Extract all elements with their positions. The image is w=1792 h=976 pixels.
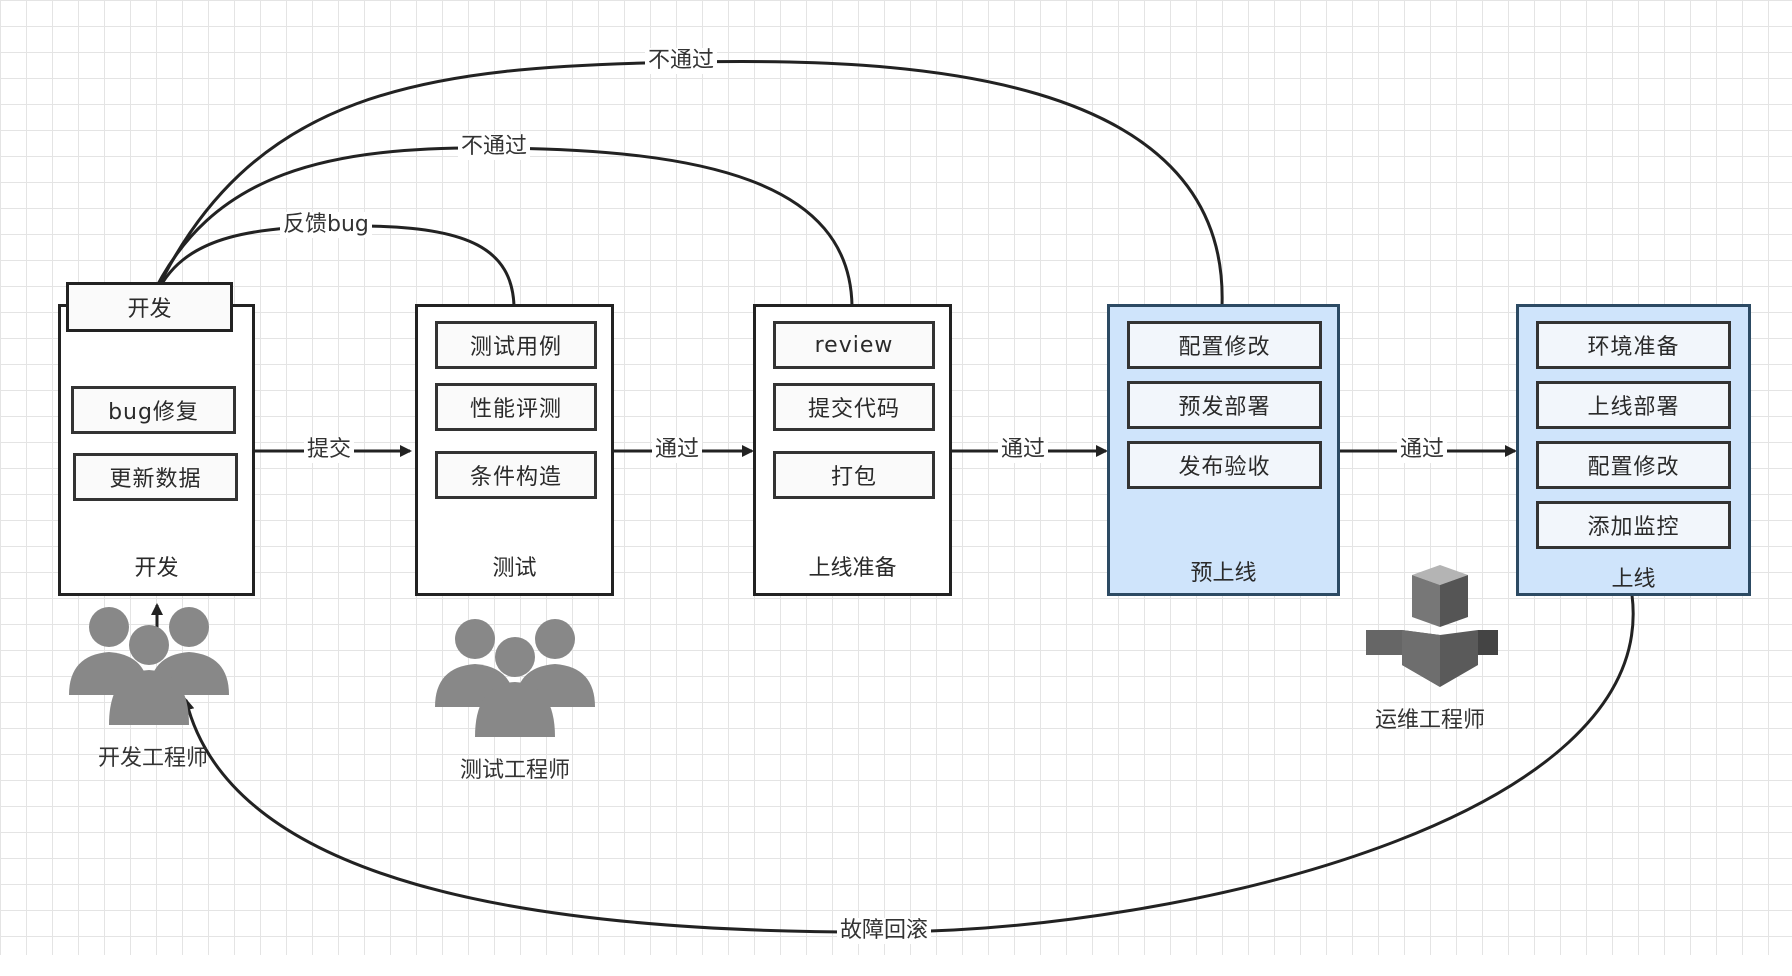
- stage-dev-label: 开发: [134, 556, 179, 581]
- task-add-monitoring[interactable]: 添加监控: [1536, 501, 1731, 549]
- task-test-cases[interactable]: 测试用例: [435, 321, 597, 369]
- test-engineer-label: 测试工程师: [459, 758, 570, 783]
- stage-test[interactable]: 测试用例 性能评测 条件构造 测试: [415, 304, 614, 596]
- stage-pre-release[interactable]: 配置修改 预发部署 发布验收 预上线: [1107, 304, 1340, 596]
- task-bug-fix[interactable]: bug修复: [71, 386, 236, 434]
- task-update-data[interactable]: 更新数据: [73, 453, 238, 501]
- stage-dev[interactable]: bug修复 更新数据 开发: [58, 304, 255, 596]
- edge-label-submit: 提交: [304, 437, 355, 463]
- dev-engineer-icon: [69, 607, 229, 725]
- edge-release-prep-to-dev-failed: [148, 146, 854, 307]
- stage-test-label: 测试: [492, 556, 537, 581]
- test-engineer-icon: [435, 619, 595, 737]
- task-pre-deploy[interactable]: 预发部署: [1127, 381, 1322, 429]
- task-condition-build[interactable]: 条件构造: [435, 451, 597, 499]
- task-performance-eval[interactable]: 性能评测: [435, 383, 597, 431]
- task-review[interactable]: review: [773, 321, 935, 369]
- task-commit-code[interactable]: 提交代码: [773, 383, 935, 431]
- edge-label-rollback: 故障回滚: [837, 918, 932, 944]
- edge-label-failed-review: 不通过: [458, 134, 531, 160]
- task-package[interactable]: 打包: [773, 451, 935, 499]
- stage-release-prep[interactable]: review 提交代码 打包 上线准备: [753, 304, 952, 596]
- stage-release-prep-label: 上线准备: [808, 556, 897, 581]
- task-env-prep[interactable]: 环境准备: [1536, 321, 1731, 369]
- stage-release[interactable]: 环境准备 上线部署 配置修改 添加监控 上线: [1516, 304, 1751, 596]
- canvas-bottom-margin: [0, 955, 1792, 976]
- task-config-change[interactable]: 配置修改: [1127, 321, 1322, 369]
- stage-release-label: 上线: [1611, 567, 1656, 592]
- dev-engineer-label: 开发工程师: [97, 746, 208, 771]
- task-release-deploy[interactable]: 上线部署: [1536, 381, 1731, 429]
- edge-label-failed-pre-release: 不通过: [645, 48, 718, 74]
- edge-label-pass-3: 通过: [1397, 437, 1448, 463]
- edge-pre-release-to-dev-failed: [150, 59, 1224, 307]
- edge-label-bug-feedback: 反馈bug: [280, 212, 372, 238]
- stage-pre-release-label: 预上线: [1190, 561, 1257, 586]
- stage-dev-tab[interactable]: 开发: [66, 282, 233, 332]
- cube-icon: [1366, 565, 1498, 687]
- task-config-change-release[interactable]: 配置修改: [1536, 441, 1731, 489]
- task-release-acceptance[interactable]: 发布验收: [1127, 441, 1322, 489]
- edge-label-pass-1: 通过: [652, 437, 703, 463]
- edge-label-pass-2: 通过: [998, 437, 1049, 463]
- ops-engineer-label: 运维工程师: [1374, 708, 1485, 733]
